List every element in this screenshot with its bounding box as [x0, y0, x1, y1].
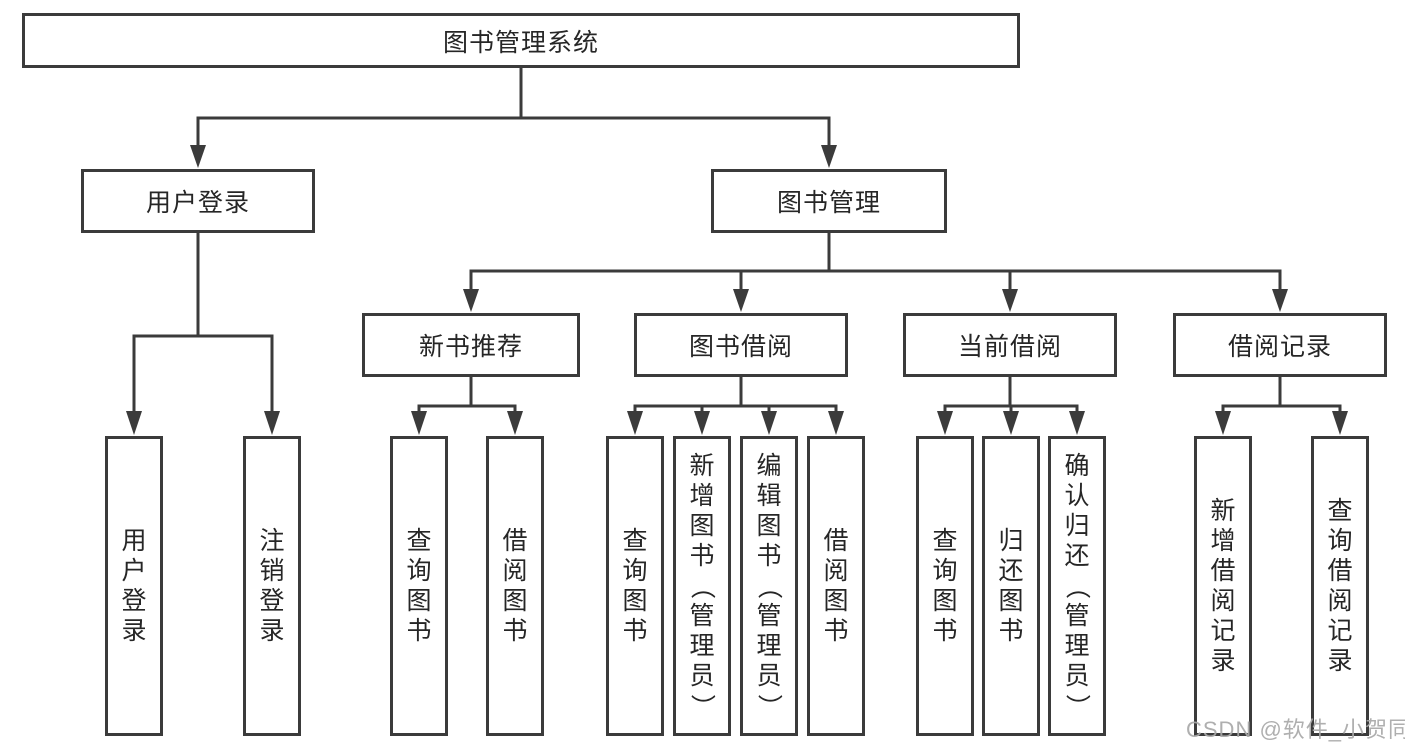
node-leaf-edit-books-admin: 编辑图书（管理员）	[740, 436, 798, 736]
node-label: 用户登录	[121, 526, 147, 645]
node-leaf-query-books-3: 查询图书	[916, 436, 974, 736]
node-label: 用户登录	[145, 189, 250, 217]
node-label: 图书借阅	[688, 333, 793, 361]
node-label: 借阅记录	[1227, 333, 1332, 361]
node-book-management: 图书管理	[711, 169, 947, 233]
node-label: 新增借阅记录	[1210, 496, 1236, 675]
node-label: 新增图书（管理员）	[688, 451, 717, 719]
node-leaf-query-books-1: 查询图书	[390, 436, 448, 736]
node-borrowing-records: 借阅记录	[1173, 313, 1387, 377]
connector-current-borrowing-children	[937, 377, 1085, 435]
node-leaf-query-borrow-record: 查询借阅记录	[1311, 436, 1369, 736]
node-label: 查询借阅记录	[1327, 496, 1353, 675]
node-leaf-add-books-admin: 新增图书（管理员）	[673, 436, 731, 736]
connector-borrowing-records-children	[1215, 377, 1348, 435]
connector-root-to-level1	[190, 68, 837, 168]
node-label: 归还图书	[998, 526, 1024, 645]
node-user-login: 用户登录	[81, 169, 315, 233]
connector-user-login-children	[126, 233, 280, 435]
connector-book-borrowing-children	[627, 377, 844, 435]
node-label: 注销登录	[259, 526, 285, 645]
node-leaf-user-login: 用户登录	[105, 436, 163, 736]
node-current-borrowing: 当前借阅	[903, 313, 1117, 377]
node-leaf-logout: 注销登录	[243, 436, 301, 736]
node-leaf-confirm-return-admin: 确认归还（管理员）	[1048, 436, 1106, 736]
node-label: 查询图书	[406, 526, 432, 645]
node-label: 图书管理	[776, 189, 881, 217]
node-label: 编辑图书（管理员）	[755, 451, 784, 719]
node-label: 借阅图书	[502, 526, 528, 645]
connector-new-book-recommend-children	[411, 377, 523, 435]
node-leaf-return-books: 归还图书	[982, 436, 1040, 736]
node-leaf-query-books-2: 查询图书	[606, 436, 664, 736]
node-root: 图书管理系统	[22, 13, 1020, 68]
node-leaf-add-borrow-record: 新增借阅记录	[1194, 436, 1252, 736]
node-leaf-borrow-books-2: 借阅图书	[807, 436, 865, 736]
node-label: 确认归还（管理员）	[1063, 451, 1092, 719]
node-leaf-borrow-books-1: 借阅图书	[486, 436, 544, 736]
node-new-book-recommend: 新书推荐	[362, 313, 580, 377]
node-label: 查询图书	[932, 526, 958, 645]
node-root-label: 图书管理系统	[442, 28, 599, 57]
node-label: 借阅图书	[823, 526, 849, 645]
node-label: 新书推荐	[418, 333, 523, 361]
csdn-watermark: CSDN @软件_小贺同学	[1186, 717, 1405, 742]
node-label: 查询图书	[622, 526, 648, 645]
node-label: 当前借阅	[957, 333, 1062, 361]
connector-book-management-sections	[463, 233, 1288, 312]
node-book-borrowing: 图书借阅	[634, 313, 848, 377]
